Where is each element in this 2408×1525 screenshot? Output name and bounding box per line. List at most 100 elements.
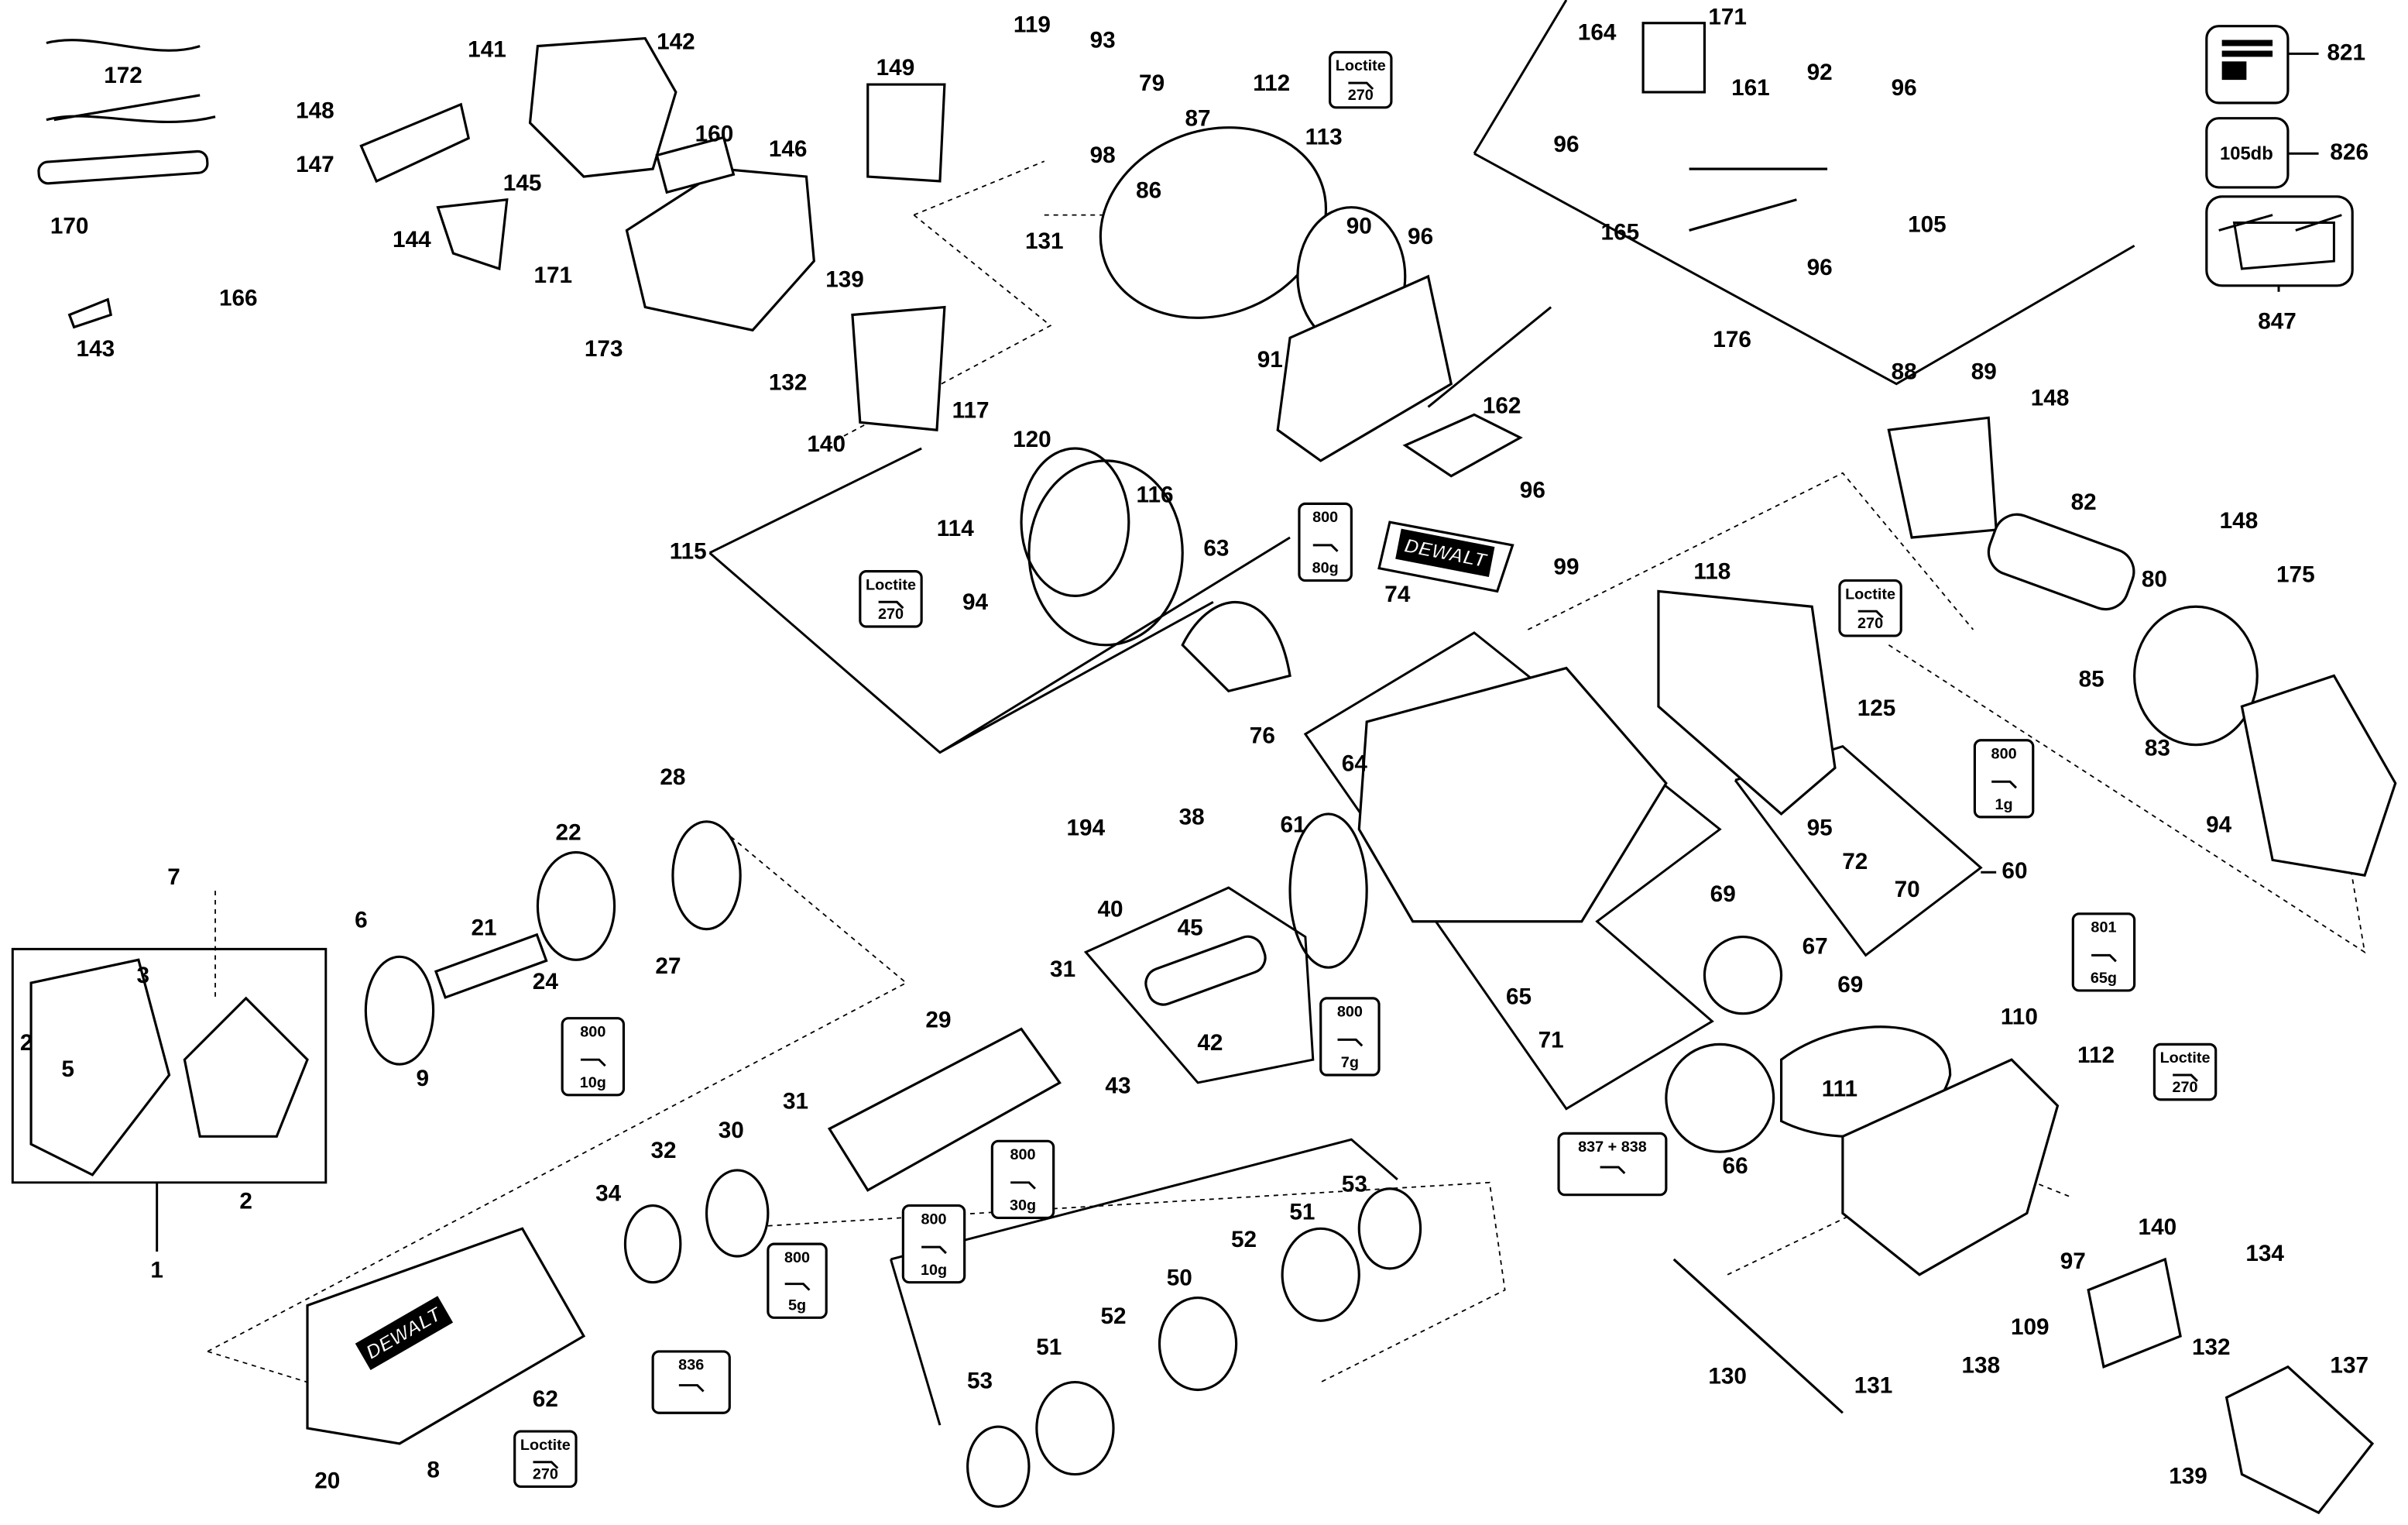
crank-drawing xyxy=(1181,601,1291,693)
grease-tube-icon xyxy=(784,1283,811,1291)
part-label-176: 176 xyxy=(1713,327,1751,352)
grease-tube-icon xyxy=(921,1245,947,1255)
label-821-icon xyxy=(2221,39,2273,46)
part-label-160: 160 xyxy=(695,121,734,146)
handle-assembly-drawing xyxy=(29,958,171,1176)
part-label-139: 139 xyxy=(2169,1463,2207,1489)
lubricant-callout-800-text: 7g xyxy=(1341,1054,1359,1071)
part-label-91: 91 xyxy=(1257,347,1283,373)
part-label-99: 99 xyxy=(1553,555,1579,580)
part-label-95: 95 xyxy=(1807,816,1833,841)
cover-116-drawing xyxy=(1020,447,1130,597)
loctite-270-callout-text: 270 xyxy=(1857,615,1883,632)
part-30-drawing xyxy=(705,1169,770,1258)
part-label-61: 61 xyxy=(1280,812,1305,838)
handle-housing-drawing xyxy=(528,36,677,178)
decibel-label: 105db xyxy=(2220,143,2273,164)
part-label-31: 31 xyxy=(783,1089,808,1115)
label-821-icon-line xyxy=(2221,50,2273,57)
hex-key-drawing xyxy=(67,297,113,329)
part-162-drawing xyxy=(1402,413,1523,478)
lubricant-callout-837838: 837 + 838 xyxy=(1557,1132,1668,1197)
part-label-170: 170 xyxy=(50,213,89,239)
part-label-21: 21 xyxy=(471,915,496,941)
cord-guard-drawing xyxy=(37,149,209,185)
grease-tube-icon xyxy=(2091,953,2117,963)
toolbox-847-box xyxy=(2205,195,2354,287)
switch-lever-drawing xyxy=(359,102,471,184)
barrel-badge-plate xyxy=(355,1296,454,1371)
lubricant-callout-800-text: 5g xyxy=(788,1297,806,1314)
part-label-65: 65 xyxy=(1506,984,1532,1010)
lubricant-callout-800-frame xyxy=(1298,502,1353,582)
part-label-112: 112 xyxy=(1253,70,1290,96)
part-label-173: 173 xyxy=(585,336,623,362)
part-label-161: 161 xyxy=(1731,75,1770,101)
part-label-112: 112 xyxy=(2077,1042,2115,1068)
part-label-50: 50 xyxy=(1167,1266,1192,1291)
part-label-67: 67 xyxy=(1803,933,1828,959)
lubricant-callout-837838-frame xyxy=(1557,1132,1668,1197)
badge-plate xyxy=(1395,528,1495,578)
loctite-270-callout-frame xyxy=(1329,50,1393,109)
part-label-96: 96 xyxy=(1892,75,1917,101)
part-label-113: 113 xyxy=(1305,124,1343,149)
lubricant-callout-836: 836 xyxy=(651,1350,731,1414)
part-label-146: 146 xyxy=(769,136,808,162)
lubricant-callout-801-text: 801 xyxy=(2091,919,2116,936)
loctite-270-callout-frame xyxy=(2152,1042,2218,1101)
lubricant-callout-800-text: 800 xyxy=(1312,509,1338,526)
part-label-93: 93 xyxy=(1090,27,1116,53)
part-label-32: 32 xyxy=(650,1138,676,1163)
part-label-166: 166 xyxy=(219,286,258,311)
part-label-98: 98 xyxy=(1090,143,1116,168)
lubricant-callout-800-text: 800 xyxy=(580,1023,605,1040)
grease-tube-icon xyxy=(1010,1181,1036,1190)
part-label-94: 94 xyxy=(2206,812,2232,838)
part-label-175: 175 xyxy=(2276,562,2315,587)
part-label-52: 52 xyxy=(1100,1303,1126,1329)
lubricant-callout-800-frame xyxy=(1319,997,1381,1077)
part-label-5: 5 xyxy=(61,1056,74,1082)
part-label-142: 142 xyxy=(657,29,695,54)
part-label-139: 139 xyxy=(825,267,864,293)
gear-67-drawing xyxy=(1703,935,1783,1015)
part-label-89: 89 xyxy=(1971,359,1997,385)
part-label-27: 27 xyxy=(655,953,681,979)
part-label-171: 171 xyxy=(1708,5,1747,30)
spring-51-drawing xyxy=(1281,1227,1360,1322)
lubricant-callout-800-text: 800 xyxy=(1010,1146,1035,1163)
group-40-bracket xyxy=(1083,886,1315,1084)
loctite-270-callout-text: Loctite xyxy=(520,1437,571,1454)
brush-holder-drawing xyxy=(1887,416,1998,539)
part-label-96: 96 xyxy=(1520,477,1545,503)
part-label-110: 110 xyxy=(2001,1005,2038,1030)
part-label-22: 22 xyxy=(556,820,581,846)
part-label-34: 34 xyxy=(595,1181,622,1207)
label-821-box xyxy=(2205,25,2290,105)
part-label-8: 8 xyxy=(427,1457,440,1482)
part-label-132: 132 xyxy=(2192,1334,2231,1360)
part-label-28: 28 xyxy=(660,764,685,790)
part-label-148: 148 xyxy=(296,98,334,124)
part-label-66: 66 xyxy=(1723,1153,1748,1179)
part-label-147: 147 xyxy=(296,152,334,177)
part-label-111: 111 xyxy=(1822,1077,1857,1102)
part-28-drawing xyxy=(671,820,742,931)
cord-drawing xyxy=(46,39,216,124)
lubricant-callout-800-frame xyxy=(1973,739,2035,819)
baffle-drawing xyxy=(1276,274,1453,462)
ring-53-drawing xyxy=(1357,1187,1422,1270)
part-label-87: 87 xyxy=(1185,106,1211,132)
grease-tube-icon xyxy=(1857,610,1884,619)
part-label-43: 43 xyxy=(1105,1073,1130,1099)
grease-tube-icon xyxy=(1600,1166,1626,1174)
part-label-29: 29 xyxy=(925,1007,951,1032)
cover-140b-drawing xyxy=(2087,1257,2182,1369)
